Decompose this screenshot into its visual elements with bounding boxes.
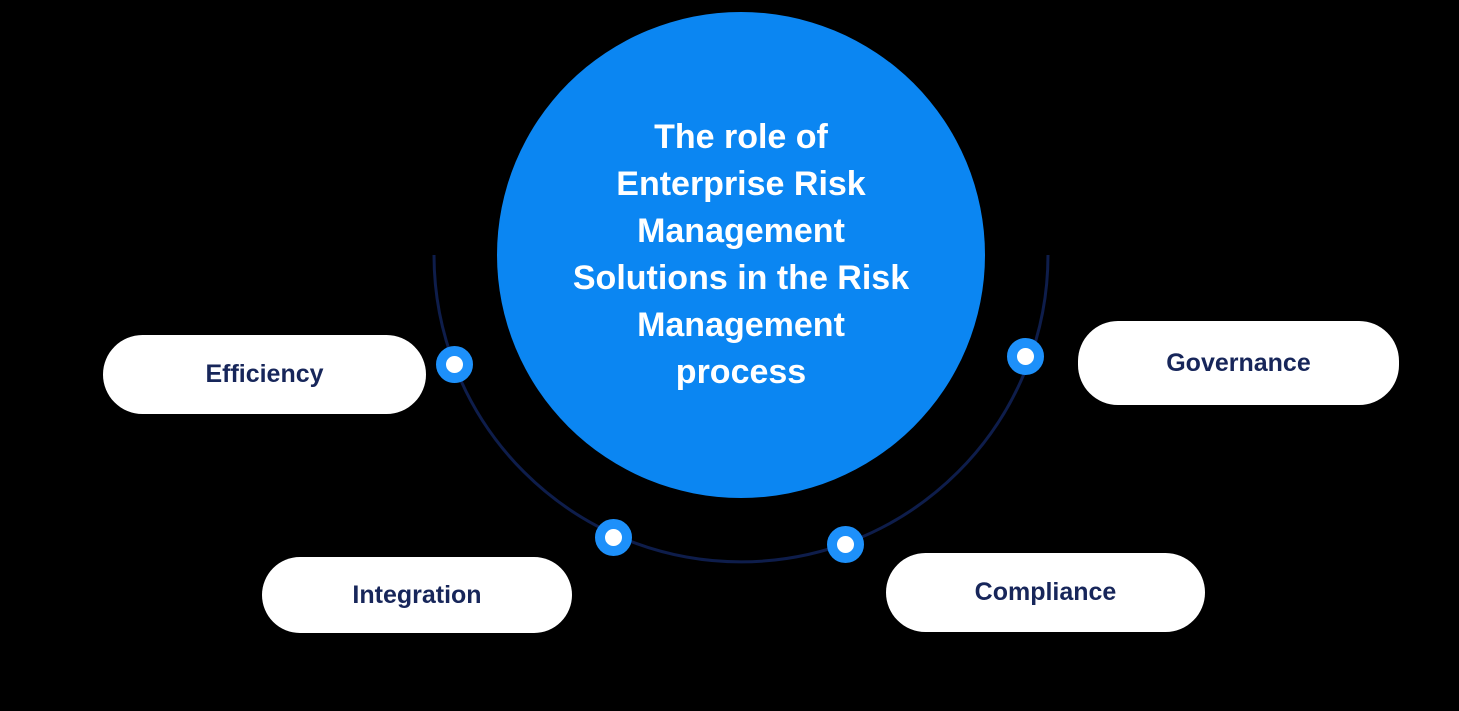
node-pill-governance: Governance (1078, 321, 1399, 405)
node-label-governance: Governance (1166, 348, 1311, 377)
node-pill-efficiency: Efficiency (103, 335, 426, 414)
center-circle: The role of Enterprise Risk Management S… (497, 12, 985, 498)
connector-dot-efficiency (436, 346, 473, 383)
node-label-compliance: Compliance (974, 578, 1117, 606)
node-label-integration: Integration (352, 580, 482, 609)
node-label-efficiency: Efficiency (205, 360, 324, 388)
node-pill-compliance: Compliance (886, 553, 1205, 632)
connector-dot-integration (595, 519, 632, 556)
node-pill-integration: Integration (262, 557, 572, 633)
connector-dot-compliance (827, 526, 864, 563)
connector-dot-governance (1007, 338, 1044, 375)
orbit-arc-path (432, 254, 1050, 564)
diagram-title: The role of Enterprise Risk Management S… (572, 118, 910, 391)
